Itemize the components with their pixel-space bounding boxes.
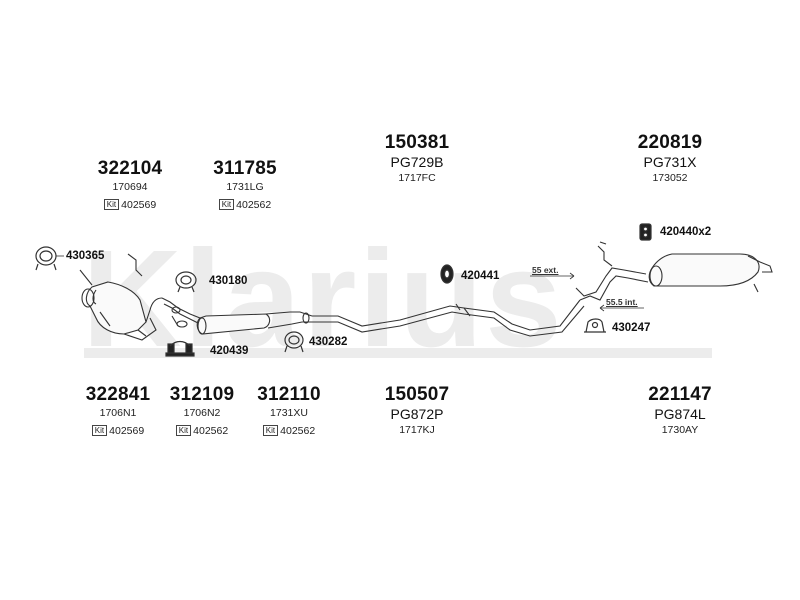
- part-code: 170694: [112, 181, 148, 193]
- rubber-ring-420441-icon: [440, 264, 454, 284]
- part-number: 220819: [637, 132, 703, 153]
- kit-number: 402562: [193, 424, 229, 437]
- part-number: 150381: [384, 132, 450, 153]
- kit-number: 402569: [109, 424, 145, 437]
- part-312109[interactable]: 312109 1706N2 Kit 402562: [162, 384, 242, 438]
- clamp-430282-icon: [284, 331, 304, 353]
- kit-label: Kit: [91, 425, 108, 436]
- part-number: 311785: [213, 158, 277, 179]
- part-code: 1730AY: [661, 424, 699, 436]
- kit-reference: Kit 402562: [218, 198, 272, 212]
- kit-label: Kit: [262, 425, 279, 436]
- hanger-430247-icon: [584, 318, 606, 333]
- clamp-430365-icon: [35, 246, 64, 271]
- part-code: 1731LG: [226, 181, 264, 193]
- front-pipe-drawing: [161, 297, 201, 328]
- fitting-430247-label[interactable]: 430247: [612, 322, 651, 334]
- rubber-mount-420440-icon: [639, 223, 652, 241]
- part-221147[interactable]: 221147 PG874L 1730AY: [635, 384, 725, 437]
- fitting-430282-label[interactable]: 430282: [309, 336, 348, 348]
- part-reference: PG872P: [390, 406, 444, 422]
- part-number: 221147: [648, 384, 712, 405]
- fitting-420439-label[interactable]: 420439: [210, 345, 249, 357]
- clamp-430180-icon: [175, 271, 197, 293]
- kit-number: 402562: [236, 198, 272, 211]
- part-number: 322104: [97, 158, 163, 179]
- kit-reference: Kit 402562: [262, 424, 316, 438]
- fitting-420440-label[interactable]: 420440x2: [660, 226, 712, 238]
- part-code: 1717FC: [398, 172, 436, 184]
- part-311785[interactable]: 311785 1731LG Kit 402562: [205, 158, 285, 212]
- ext-dimension-label: 55 ext.: [532, 265, 559, 275]
- part-number: 312110: [257, 384, 321, 405]
- fitting-430365-label[interactable]: 430365: [66, 250, 105, 262]
- part-code: 173052: [652, 172, 688, 184]
- part-150381[interactable]: 150381 PG729B 1717FC: [372, 132, 462, 185]
- rear-silencer-drawing: [648, 253, 773, 293]
- part-code: 1706N2: [183, 407, 221, 419]
- kit-label: Kit: [175, 425, 192, 436]
- part-number: 150507: [384, 384, 450, 405]
- part-reference: PG729B: [390, 154, 444, 170]
- kit-reference: Kit 402562: [175, 424, 229, 438]
- catalytic-converter-drawing: [79, 269, 163, 341]
- part-reference: PG731X: [643, 154, 697, 170]
- kit-label: Kit: [218, 199, 235, 210]
- front-hanger-drawing: [127, 253, 143, 277]
- part-220819[interactable]: 220819 PG731X 173052: [625, 132, 715, 185]
- rear-pipe-drawing: [575, 241, 649, 301]
- kit-label: Kit: [103, 199, 120, 210]
- middle-silencer-drawing: [196, 311, 313, 335]
- part-322104[interactable]: 322104 170694 Kit 402569: [90, 158, 170, 212]
- fitting-420441-label[interactable]: 420441: [461, 270, 500, 282]
- part-number: 322841: [85, 384, 151, 405]
- kit-reference: Kit 402569: [103, 198, 157, 212]
- part-150507[interactable]: 150507 PG872P 1717KJ: [372, 384, 462, 437]
- brand-watermark: Klarius: [82, 222, 564, 376]
- part-312110[interactable]: 312110 1731XU Kit 402562: [249, 384, 329, 438]
- rubber-mount-420439-icon: [165, 340, 195, 357]
- kit-reference: Kit 402569: [91, 424, 145, 438]
- part-code: 1706N1: [99, 407, 137, 419]
- part-code: 1717KJ: [399, 424, 435, 436]
- part-code: 1731XU: [270, 407, 308, 419]
- kit-number: 402569: [121, 198, 157, 211]
- part-reference: PG874L: [654, 406, 706, 422]
- fitting-430180-label[interactable]: 430180: [209, 275, 248, 287]
- watermark-underline: [84, 348, 712, 358]
- kit-number: 402562: [280, 424, 316, 437]
- int-dimension-label: 55.5 int.: [606, 297, 638, 307]
- part-number: 312109: [169, 384, 235, 405]
- centre-pipe-drawing: [312, 299, 585, 337]
- part-322841[interactable]: 322841 1706N1 Kit 402569: [78, 384, 158, 438]
